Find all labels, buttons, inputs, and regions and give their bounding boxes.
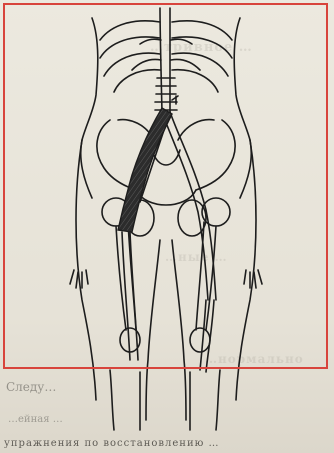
- figure-border: [3, 3, 328, 369]
- lower-leg: [110, 370, 114, 430]
- lower-leg: [216, 370, 220, 430]
- caption-line: упражнения по восстановлению …: [4, 438, 220, 449]
- caption-line: Следу…: [6, 380, 56, 394]
- caption-line: …ейная …: [8, 414, 63, 425]
